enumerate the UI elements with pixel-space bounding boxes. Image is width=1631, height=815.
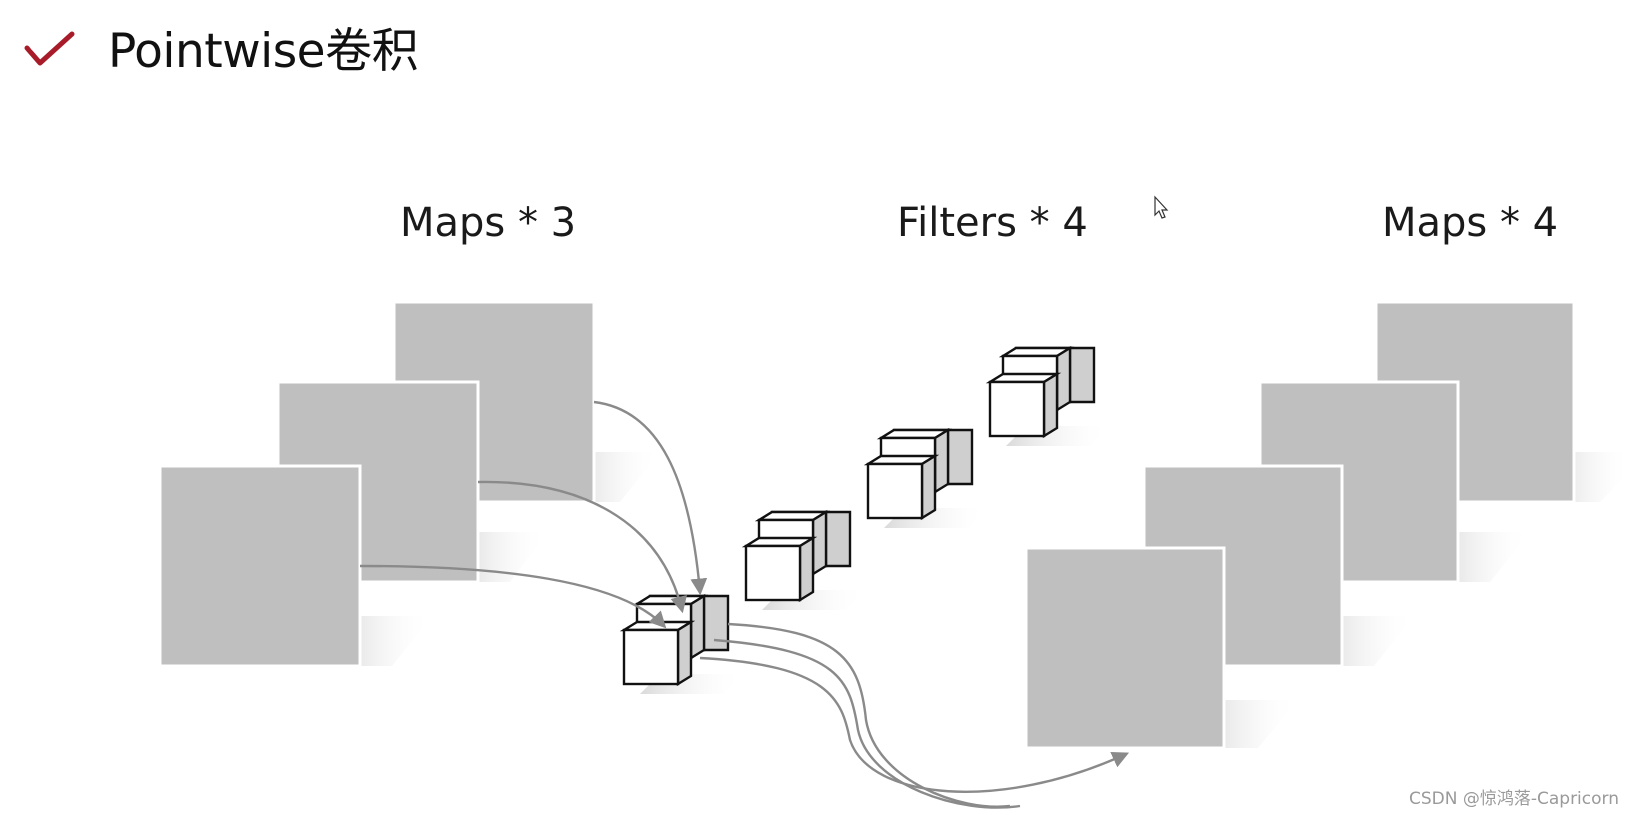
arrow-from-map-2 [477, 480, 687, 614]
filter-1 [619, 593, 744, 694]
page-title: Pointwise卷积 [108, 24, 419, 79]
output-maps-label: Maps * 4 [1382, 200, 1558, 246]
arrow-out-3 [699, 656, 1130, 793]
filters-label: Filters * 4 [897, 200, 1088, 246]
watermark: CSDN @惊鸿落-Capricorn [1408, 789, 1619, 809]
filters [619, 345, 1110, 694]
arrow-out-2 [713, 638, 1021, 809]
input-arrows [359, 400, 708, 629]
arrow-out-1 [727, 622, 1011, 808]
input-map-1 [158, 464, 432, 668]
arrow-from-map-3 [593, 400, 708, 596]
filter-2 [741, 509, 866, 610]
arrow-from-map-1 [359, 564, 667, 629]
check-icon [24, 31, 75, 66]
output-maps [1024, 300, 1631, 750]
filter-4 [985, 345, 1110, 446]
output-map-3 [1258, 380, 1530, 584]
output-map-1 [1024, 546, 1298, 750]
filter-3 [863, 427, 988, 528]
mouse-cursor-icon [1154, 195, 1169, 219]
output-arrows [699, 622, 1130, 809]
input-maps-label: Maps * 3 [400, 200, 576, 246]
input-maps [158, 300, 660, 668]
